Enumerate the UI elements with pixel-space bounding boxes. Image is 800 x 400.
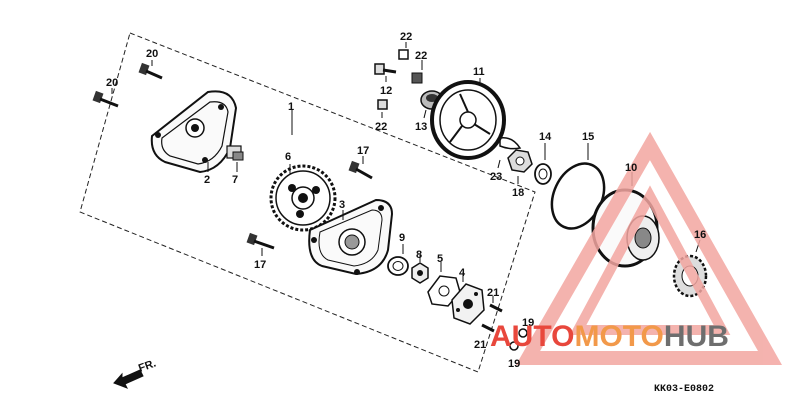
part-3-pump-housing bbox=[308, 198, 394, 276]
callout-17-upper: 17 bbox=[357, 145, 369, 157]
front-direction-arrow: FR. bbox=[113, 357, 158, 389]
part-19-clip-upper bbox=[518, 328, 528, 338]
part-22-bolt-c bbox=[377, 99, 388, 118]
callout-21-lower: 21 bbox=[474, 339, 486, 351]
part-22-bolt-a bbox=[398, 42, 409, 60]
callout-22-middle: 22 bbox=[415, 50, 427, 62]
part-17-bolt-upper bbox=[348, 156, 373, 180]
part-2-outer-cover bbox=[150, 90, 238, 174]
part-6-sprocket bbox=[269, 164, 337, 232]
assembly-frame bbox=[79, 32, 536, 373]
watermark-auto: AUTO bbox=[490, 320, 574, 353]
watermark-logo: AUTOMOTOHUB bbox=[490, 320, 729, 353]
watermark-triangle bbox=[515, 131, 783, 365]
callout-19-lower: 19 bbox=[508, 358, 520, 370]
callout-2: 2 bbox=[204, 174, 210, 186]
callout-14: 14 bbox=[539, 131, 552, 143]
callout-1: 1 bbox=[288, 101, 294, 113]
callout-9: 9 bbox=[399, 232, 405, 244]
part-7-fitting bbox=[226, 145, 244, 172]
callout-21-upper: 21 bbox=[487, 287, 499, 299]
callout-17-lower: 17 bbox=[254, 259, 266, 271]
callout-8: 8 bbox=[416, 249, 422, 261]
part-9-ring bbox=[387, 244, 409, 276]
callout-16: 16 bbox=[694, 229, 706, 241]
callout-6: 6 bbox=[285, 151, 291, 163]
part-4-cover-plate bbox=[451, 272, 485, 325]
callout-22-lower: 22 bbox=[375, 121, 387, 133]
callout-20-upper: 20 bbox=[146, 48, 158, 60]
part-19-clip-lower bbox=[509, 341, 519, 351]
callout-7: 7 bbox=[232, 174, 238, 186]
part-21-screw-lower bbox=[481, 323, 495, 333]
callout-19-upper: 19 bbox=[522, 317, 534, 329]
callout-10: 10 bbox=[625, 162, 637, 174]
callout-18: 18 bbox=[512, 187, 524, 199]
diagram-code: KK03-E0802 bbox=[654, 384, 714, 395]
watermark-hub: HUB bbox=[664, 320, 729, 353]
part-22-bolt-b bbox=[411, 60, 423, 84]
callout-15: 15 bbox=[582, 131, 594, 143]
callout-4: 4 bbox=[459, 267, 466, 279]
part-17-bolt-lower bbox=[246, 232, 275, 256]
direction-label: FR. bbox=[137, 357, 158, 374]
part-12-bolt bbox=[374, 63, 397, 82]
callout-22-top: 22 bbox=[400, 31, 412, 43]
callout-20-lower: 20 bbox=[106, 77, 118, 89]
part-20-bolt-upper bbox=[138, 60, 163, 80]
part-8-rotor bbox=[411, 255, 429, 284]
part-11-clutch-outer bbox=[430, 78, 506, 160]
part-18-nut bbox=[507, 149, 533, 184]
watermark-moto: MOTO bbox=[574, 320, 663, 353]
part-23-spring-clip bbox=[497, 136, 522, 169]
part-20-bolt-lower bbox=[92, 88, 119, 108]
part-14-washer bbox=[534, 143, 552, 185]
callout-23: 23 bbox=[490, 171, 502, 183]
callout-11: 11 bbox=[473, 66, 485, 78]
callout-12: 12 bbox=[380, 85, 392, 97]
callout-3: 3 bbox=[339, 199, 345, 211]
part-21-screw-upper bbox=[489, 296, 503, 313]
callout-13: 13 bbox=[415, 121, 427, 133]
svg-text:AUTOMOTOHUB: AUTOMOTOHUB bbox=[490, 320, 729, 353]
callout-labels: 1 2 3 4 5 6 7 8 9 10 11 12 13 14 15 16 1… bbox=[106, 31, 706, 370]
callout-5: 5 bbox=[437, 253, 443, 265]
